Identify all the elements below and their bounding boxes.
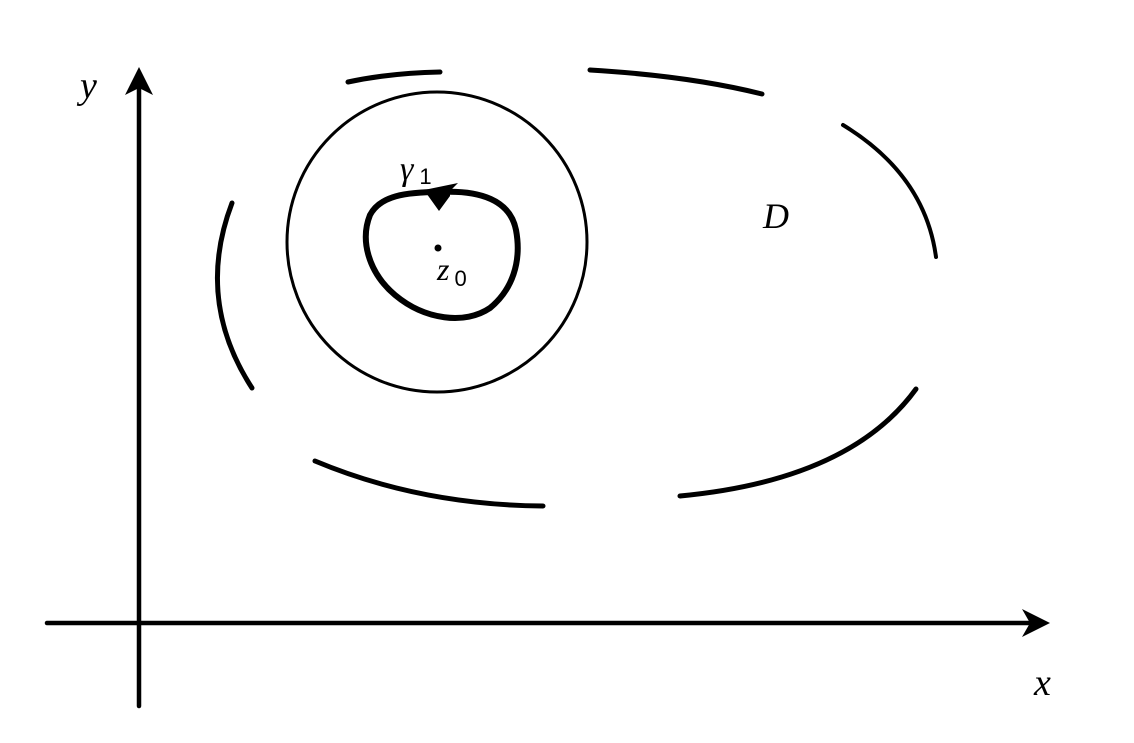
boundary-arc-bottom xyxy=(312,458,546,509)
z-subscript: 0 xyxy=(454,266,466,291)
y-axis-label: y xyxy=(76,65,97,107)
x-axis-label: x xyxy=(1033,662,1051,704)
y-axis-arrowhead xyxy=(125,67,153,95)
region-d-boundary xyxy=(214,67,938,509)
z0-label: z 0 xyxy=(436,251,467,291)
gamma-1-direction-arrow xyxy=(424,183,458,211)
region-d-label: D xyxy=(762,196,789,236)
boundary-arc-top-left xyxy=(345,69,443,85)
gamma-symbol: γ xyxy=(400,151,415,188)
disk-boundary-circle xyxy=(285,90,589,394)
z-symbol: z xyxy=(436,251,450,287)
point-z0 xyxy=(434,244,442,252)
gamma-subscript: 1 xyxy=(419,164,431,189)
boundary-arc-right-upper xyxy=(841,123,938,259)
boundary-arc-left xyxy=(214,200,255,391)
gamma-1-curve xyxy=(362,188,521,321)
boundary-arc-top-right xyxy=(587,67,765,97)
boundary-arc-right-lower xyxy=(677,386,919,499)
gamma-1-label: γ 1 xyxy=(400,151,432,189)
x-axis-arrowhead xyxy=(1022,609,1050,637)
axes xyxy=(44,67,1050,709)
